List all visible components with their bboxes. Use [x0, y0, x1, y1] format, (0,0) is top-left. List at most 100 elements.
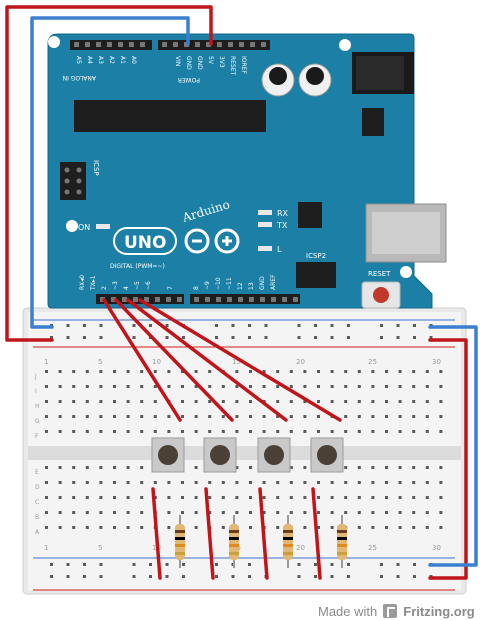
breadboard-hole	[357, 430, 361, 433]
breadboard-hole	[439, 481, 443, 484]
breadboard-hole	[398, 466, 402, 469]
breadboard-hole	[167, 385, 171, 388]
breadboard-hole	[85, 430, 89, 433]
breadboard-hole	[248, 575, 251, 578]
breadboard-hole	[289, 400, 293, 403]
breadboard-hole	[412, 481, 416, 484]
led-label-tx: TX	[276, 221, 288, 230]
analog-header-label: ANALOG IN	[63, 74, 96, 81]
power-pin-reset: RESET	[229, 56, 236, 76]
breadboard-hole	[276, 511, 280, 514]
resistor-2	[229, 515, 239, 568]
breadboard-hole	[45, 481, 48, 484]
breadboard-hole	[330, 370, 334, 373]
breadboard-hole	[385, 400, 388, 403]
arduino-uno-board: ICSP ICSP2 RESET TX RX L ON UNO Arduino	[47, 33, 447, 309]
led-label-rx: RX	[277, 209, 289, 218]
breadboard-hole	[181, 511, 184, 514]
pushbutton-4[interactable]	[310, 437, 344, 473]
breadboard-hole	[262, 370, 266, 373]
breadboard-hole	[371, 430, 375, 433]
breadboard-hole	[289, 430, 293, 433]
wire-gnd-blue	[30, 16, 190, 329]
breadboard-hole	[330, 496, 334, 499]
breadboard-hole	[113, 496, 116, 499]
digital-pin-3: ~3	[112, 281, 119, 290]
breadboard-hole	[385, 511, 388, 514]
pushbutton-1[interactable]	[151, 437, 185, 473]
breadboard-hole	[412, 496, 416, 499]
breadboard-hole	[208, 415, 212, 418]
breadboard-hole	[149, 563, 152, 566]
breadboard-hole	[398, 415, 402, 418]
digital-pin-10: ~10	[215, 277, 222, 290]
breadboard-hole	[396, 324, 400, 327]
breadboard-hole	[297, 575, 301, 578]
row-letter: J	[34, 373, 37, 380]
breadboard-hole	[72, 385, 76, 388]
breadboard-hole	[58, 415, 62, 418]
usb-chip	[298, 202, 322, 228]
breadboard-hole	[99, 430, 103, 433]
breadboard-hole	[208, 496, 212, 499]
breadboard-hole	[425, 481, 429, 484]
wire-pin2	[102, 298, 182, 422]
breadboard-hole	[113, 400, 116, 403]
breadboard-hole	[45, 370, 48, 373]
resistors	[175, 515, 347, 568]
breadboard-hole	[83, 575, 86, 578]
breadboard-hole	[208, 430, 212, 433]
breadboard-hole	[439, 400, 443, 403]
breadboard-hole	[317, 481, 320, 484]
breadboard-hole	[344, 370, 348, 373]
breadboard-hole	[249, 511, 252, 514]
voltage-regulator	[362, 108, 384, 136]
breadboard-hole	[344, 481, 348, 484]
breadboard-hole	[385, 430, 388, 433]
analog-pin-a2: A2	[108, 56, 115, 64]
breadboard-hole	[221, 385, 225, 388]
fritzing-brand[interactable]: Fritzing.org	[403, 603, 475, 619]
breadboard-hole	[276, 415, 280, 418]
breadboard-hole	[50, 563, 53, 566]
breadboard-hole	[99, 466, 103, 469]
breadboard-hole	[194, 526, 198, 529]
pushbutton-2[interactable]	[203, 437, 237, 473]
breadboard-hole	[264, 336, 268, 339]
breadboard-hole	[289, 370, 293, 373]
digital-pin-0: RX◂0	[79, 275, 86, 290]
breadboard-hole	[181, 400, 184, 403]
breadboard-hole	[72, 430, 76, 433]
column-number: 15	[232, 358, 241, 366]
breadboard-hole	[126, 385, 130, 388]
breadboard-hole	[235, 511, 239, 514]
breadboard-hole	[439, 511, 443, 514]
column-number: 5	[98, 544, 102, 552]
breadboard-hole	[126, 481, 130, 484]
breadboard-hole	[330, 400, 334, 403]
breadboard-hole	[85, 385, 89, 388]
breadboard-hole	[83, 336, 86, 339]
column-number: 20	[296, 358, 305, 366]
breadboard-hole	[276, 526, 280, 529]
breadboard-hole	[194, 385, 198, 388]
breadboard-hole	[194, 400, 198, 403]
breadboard-hole	[344, 511, 348, 514]
breadboard-hole	[140, 526, 144, 529]
digital-pin-9: ~9	[204, 281, 211, 290]
breadboard-hole	[347, 575, 350, 578]
breadboard-hole	[165, 336, 169, 339]
breadboard-hole	[194, 415, 198, 418]
breadboard-hole	[385, 385, 388, 388]
breadboard-hole	[249, 481, 252, 484]
breadboard-hole	[398, 526, 402, 529]
row-letter: B	[35, 514, 39, 521]
pushbutton-3[interactable]	[257, 437, 291, 473]
column-number: 1	[44, 544, 48, 552]
breadboard-hole	[167, 481, 171, 484]
breadboard-hole	[235, 385, 239, 388]
breadboard-hole	[235, 481, 239, 484]
resistor-1	[175, 515, 185, 568]
breadboard-hole	[357, 481, 361, 484]
breadboard-hole	[413, 575, 416, 578]
